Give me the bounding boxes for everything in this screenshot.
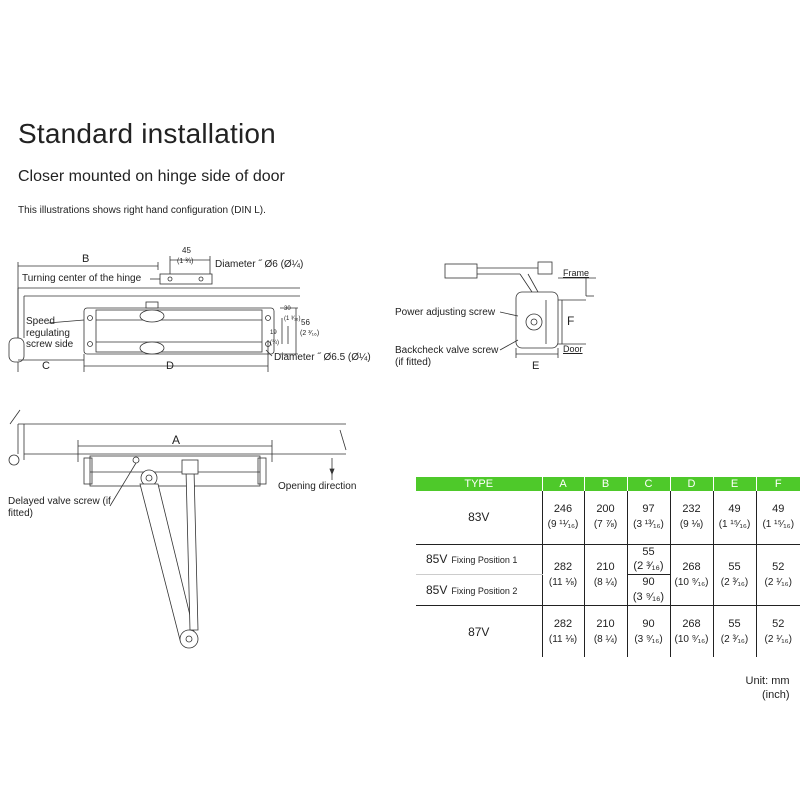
dim-a-label: A [172,433,181,447]
cell-a: 282(11 ⅛) [541,605,584,658]
backcheck-label: Backcheck valve screw (if fitted) [395,345,499,368]
dim-d-label: D [166,360,174,372]
closer-plan-body [89,455,261,487]
unit-inch: (inch) [762,689,790,702]
header-a: A [541,477,584,491]
door-label: Door [563,344,583,354]
delayed-valve-label: Delayed valve screw (if fitted) [8,496,111,519]
power-screw-label: Power adjusting screw [395,307,496,318]
cell-e: 55(2 ³⁄₁₆) [712,544,756,606]
cell-c: 90(3 ⁹⁄₁₆) [626,605,670,658]
cell-d: 268(10 ⁹⁄₁₆) [669,544,713,606]
dim-56-inch-label: (2 ³⁄₁₆) [300,330,320,337]
dim-c-label: C [42,360,50,372]
dim-30-inch-label: (1 ³⁄₁₆) [284,316,301,322]
frame-bracket [444,263,478,279]
dim-e-label: E [532,360,540,372]
dim-b-label: B [82,253,90,265]
dim-19-inch-label: (¾) [270,340,279,346]
table-row: 87V 282(11 ⅛) 210(8 ¼) 90(3 ⁹⁄₁₆) 268(10… [416,605,800,658]
dim-45-label: 45 [182,246,191,255]
dim-45-inch-label: (1 ¾) [177,258,194,265]
dim-30-label: 30 [284,306,291,312]
configuration-note: This illustrations shows right hand conf… [18,205,266,216]
dim-f-label: F [567,314,575,328]
header-b: B [583,477,627,491]
cell-a: 282(11 ⅛) [541,544,584,606]
cell-e: 55(2 ³⁄₁₆) [712,605,756,658]
cell-c: 97(3 ¹³⁄₁₆) [626,491,670,545]
table-header-row: TYPE A B C D E F [416,477,800,491]
dim-56-label: 56 [301,318,310,327]
unit-mm: Unit: mm [745,675,790,687]
spec-table: TYPE A B C D E F 83V 246(9 ¹¹⁄₁₆) 200(7 … [416,477,800,658]
large-hole-label: Diameter ˝ Ø6.5 (Ø¼) [274,352,371,363]
opening-direction-label: Opening direction [278,481,357,492]
type-cell: 83V [416,491,542,545]
cell-c: 90(3 ⁹⁄₁₆) [626,574,670,606]
small-hole-label: Diameter ˝ Ø6 (Ø¼) [215,259,304,270]
cell-f: 49(1 ¹⁵⁄₁₆) [755,491,800,545]
cell-a: 246(9 ¹¹⁄₁₆) [541,491,584,545]
unit-label: Unit: mm (inch) [738,674,790,703]
turning-center-label: Turning center of the hinge [22,273,142,284]
frame-label: Frame [563,268,590,278]
speed-screw-label: Speed regulating screw side [26,316,74,350]
header-type: TYPE [416,477,542,491]
cell-b: 200(7 ⅞) [583,491,627,545]
cell-b: 210(8 ¼) [583,544,627,606]
page-subtitle: Closer mounted on hinge side of door [18,168,285,185]
hinge-knuckle [8,337,25,363]
cell-c: 55(2 ³⁄₁₆) [626,544,670,576]
dim-19-label: 19 [270,330,277,336]
table-row: 83V 246(9 ¹¹⁄₁₆) 200(7 ⅞) 97(3 ¹³⁄₁₆) 23… [416,491,800,545]
header-d: D [669,477,713,491]
cell-f: 52(2 ¹⁄₁₆) [755,544,800,606]
page-title: Standard installation [18,118,276,149]
type-cell: 87V [468,624,490,639]
header-e: E [712,477,756,491]
header-c: C [626,477,670,491]
cell-d: 268(10 ⁹⁄₁₆) [669,605,713,658]
cell-e: 49(1 ¹⁵⁄₁₆) [712,491,756,545]
cell-d: 232(9 ⅛) [669,491,713,545]
cell-f: 52(2 ¹⁄₁₆) [755,605,800,658]
closer-side-body [515,291,559,349]
header-f: F [755,477,800,491]
cell-b: 210(8 ¼) [583,605,627,658]
